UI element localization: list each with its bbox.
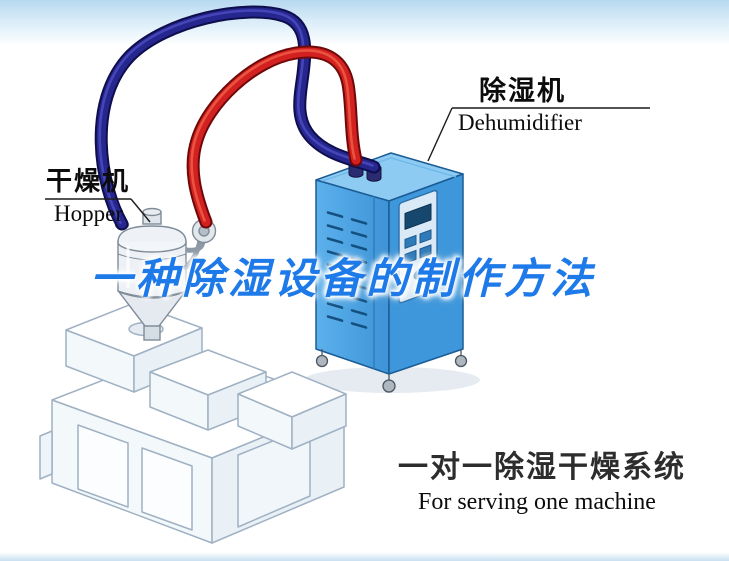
- red-hose: [186, 45, 363, 229]
- blue-hose: [94, 5, 381, 231]
- door-panel: [77, 424, 129, 508]
- door-panel: [141, 447, 193, 531]
- hopper-label-cn: 干燥机: [46, 166, 131, 196]
- cabinet-shadow: [304, 367, 480, 393]
- leader-lines: [45, 107, 650, 223]
- dehumidifier-label-en: Dehumidifier: [458, 110, 582, 135]
- panel-button: [404, 249, 417, 264]
- dehumidifier-label-cn: 除湿机: [479, 76, 566, 106]
- panel-button: [419, 244, 432, 259]
- system-caption-cn: 一对一除湿干燥系统: [398, 451, 686, 484]
- dehumidifier-leader-diagonal: [427, 107, 453, 162]
- page-title: 一种除湿设备的制作方法: [90, 255, 597, 302]
- display: [404, 203, 432, 230]
- system-caption-en: For serving one machine: [418, 489, 656, 515]
- vent-grid: [326, 211, 368, 329]
- control-panel: [398, 189, 438, 304]
- casters: [315, 349, 468, 393]
- extruder-illustration: [39, 302, 347, 544]
- panel-knob: [413, 269, 423, 280]
- panel-button: [419, 229, 432, 244]
- hopper-illustration: [114, 207, 217, 341]
- panel-button: [404, 234, 417, 249]
- bottom-gradient-strip: [0, 552, 729, 561]
- top-gradient-banner: [0, 0, 729, 46]
- dehumidifier-illustration: [315, 152, 468, 393]
- hopper-label-en: Hopper: [54, 201, 123, 226]
- hopper-leader-diagonal: [130, 198, 151, 223]
